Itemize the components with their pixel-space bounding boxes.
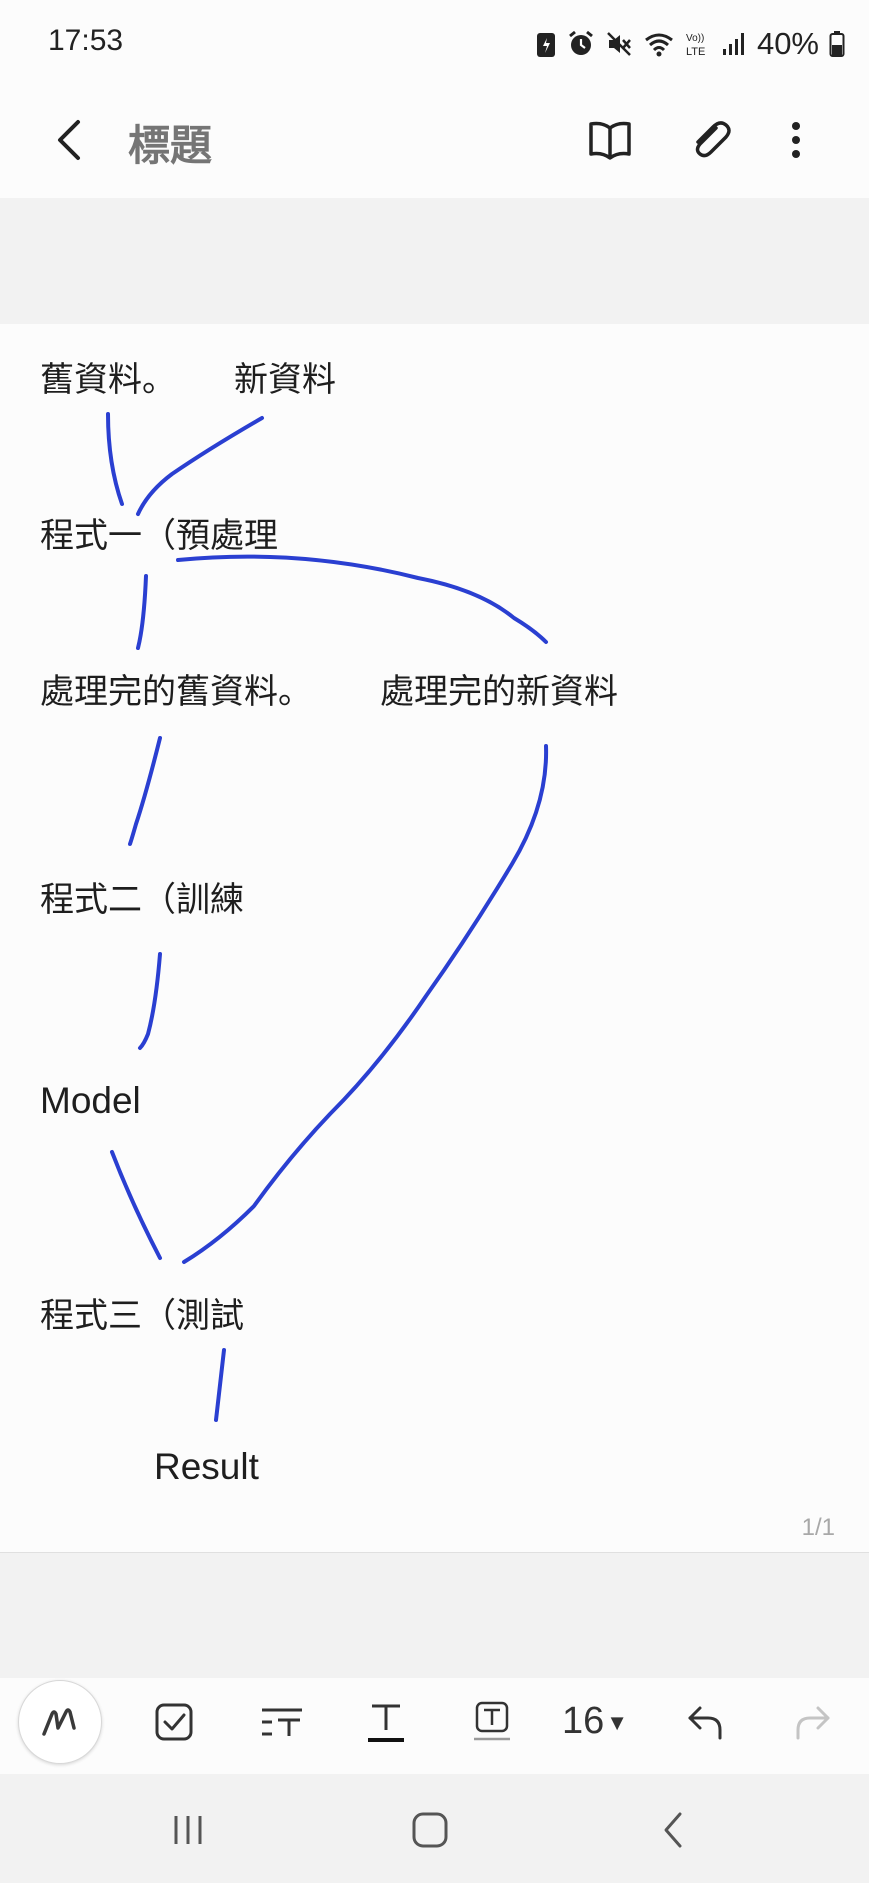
note-line-model: Model — [40, 1080, 141, 1121]
home-icon — [412, 1812, 448, 1848]
reading-mode-button[interactable] — [578, 108, 642, 172]
dropdown-arrow-icon: ▼ — [606, 1709, 629, 1735]
ink-stroke — [176, 554, 548, 644]
note-line-processed-new: 處理完的新資料 — [380, 672, 618, 712]
more-options-button[interactable] — [764, 108, 828, 172]
note-line-program-2: 程式二（訓練 — [40, 880, 244, 920]
recent-apps-icon — [174, 1816, 202, 1844]
handwritten-ink-layer — [106, 412, 549, 1422]
undo-button[interactable] — [676, 1692, 736, 1752]
system-back-icon — [664, 1812, 682, 1848]
ink-stroke — [138, 952, 162, 1050]
recent-apps-button[interactable] — [156, 1798, 220, 1862]
wifi-icon — [645, 33, 673, 57]
app-bar: 標題 — [0, 86, 869, 198]
more-vertical-icon — [792, 122, 800, 158]
ink-stroke — [110, 1150, 162, 1260]
redo-button[interactable] — [782, 1692, 842, 1752]
svg-text:LTE: LTE — [686, 46, 705, 58]
note-line-program-1: 程式一（預處理 — [40, 516, 278, 556]
volte-icon: Vo)) LTE — [686, 33, 705, 58]
note-line-result: Result — [154, 1446, 259, 1487]
ink-stroke — [214, 1348, 226, 1422]
font-size-value: 16 — [562, 1700, 605, 1742]
font-size-selector[interactable]: 16▼ — [562, 1700, 628, 1743]
svg-text:Vo)): Vo)) — [686, 33, 704, 44]
note-line-processed-old: 處理完的舊資料。 — [40, 672, 312, 712]
alarm-icon — [569, 30, 593, 55]
ink-stroke — [128, 736, 162, 846]
redo-icon — [796, 1706, 830, 1740]
note-line-old-data: 舊資料。 — [40, 360, 176, 400]
checkbox-button[interactable] — [144, 1692, 204, 1752]
checkbox-icon — [155, 1703, 193, 1741]
mute-icon — [607, 32, 631, 56]
note-page[interactable]: 舊資料。 新資料 程式一（預處理 處理完的舊資料。 處理完的新資料 程式二（訓練… — [0, 324, 869, 1553]
back-button[interactable] — [40, 108, 104, 172]
text-format-button[interactable] — [356, 1692, 416, 1752]
note-line-program-3: 程式三（測試 — [40, 1296, 244, 1336]
text-format-icon — [368, 1704, 404, 1742]
text-style-button[interactable] — [252, 1692, 312, 1752]
paperclip-icon — [695, 121, 731, 158]
page-gap — [0, 198, 869, 324]
page-indicator: 1/1 — [801, 1514, 835, 1541]
back-arrow-icon — [58, 120, 80, 160]
status-icons: Vo)) LTE 40% — [535, 26, 845, 62]
battery-icon — [829, 31, 845, 57]
handwriting-pen-icon — [42, 1708, 76, 1736]
home-button[interactable] — [398, 1798, 462, 1862]
battery-saver-icon — [536, 33, 555, 57]
ink-stroke — [106, 412, 124, 506]
undo-icon — [688, 1706, 722, 1740]
text-color-button[interactable] — [462, 1692, 522, 1752]
note-title[interactable]: 標題 — [128, 121, 213, 170]
format-toolbar — [0, 1678, 869, 1774]
ink-stroke — [136, 416, 264, 516]
text-style-icon — [262, 1708, 302, 1736]
system-back-button[interactable] — [642, 1798, 706, 1862]
text-color-icon — [474, 1701, 510, 1741]
status-time: 17:53 — [48, 24, 124, 57]
signal-icon — [722, 33, 744, 55]
system-nav-bar — [0, 1774, 869, 1883]
pen-mode-button[interactable] — [18, 1680, 102, 1764]
attach-button[interactable] — [678, 108, 742, 172]
note-line-new-data: 新資料 — [234, 360, 336, 400]
battery-percent: 40% — [756, 26, 819, 61]
ink-stroke — [136, 574, 148, 650]
ink-stroke — [182, 744, 549, 1264]
book-icon — [589, 121, 631, 160]
status-bar: 17:53 Vo)) LTE 40% — [0, 0, 869, 86]
